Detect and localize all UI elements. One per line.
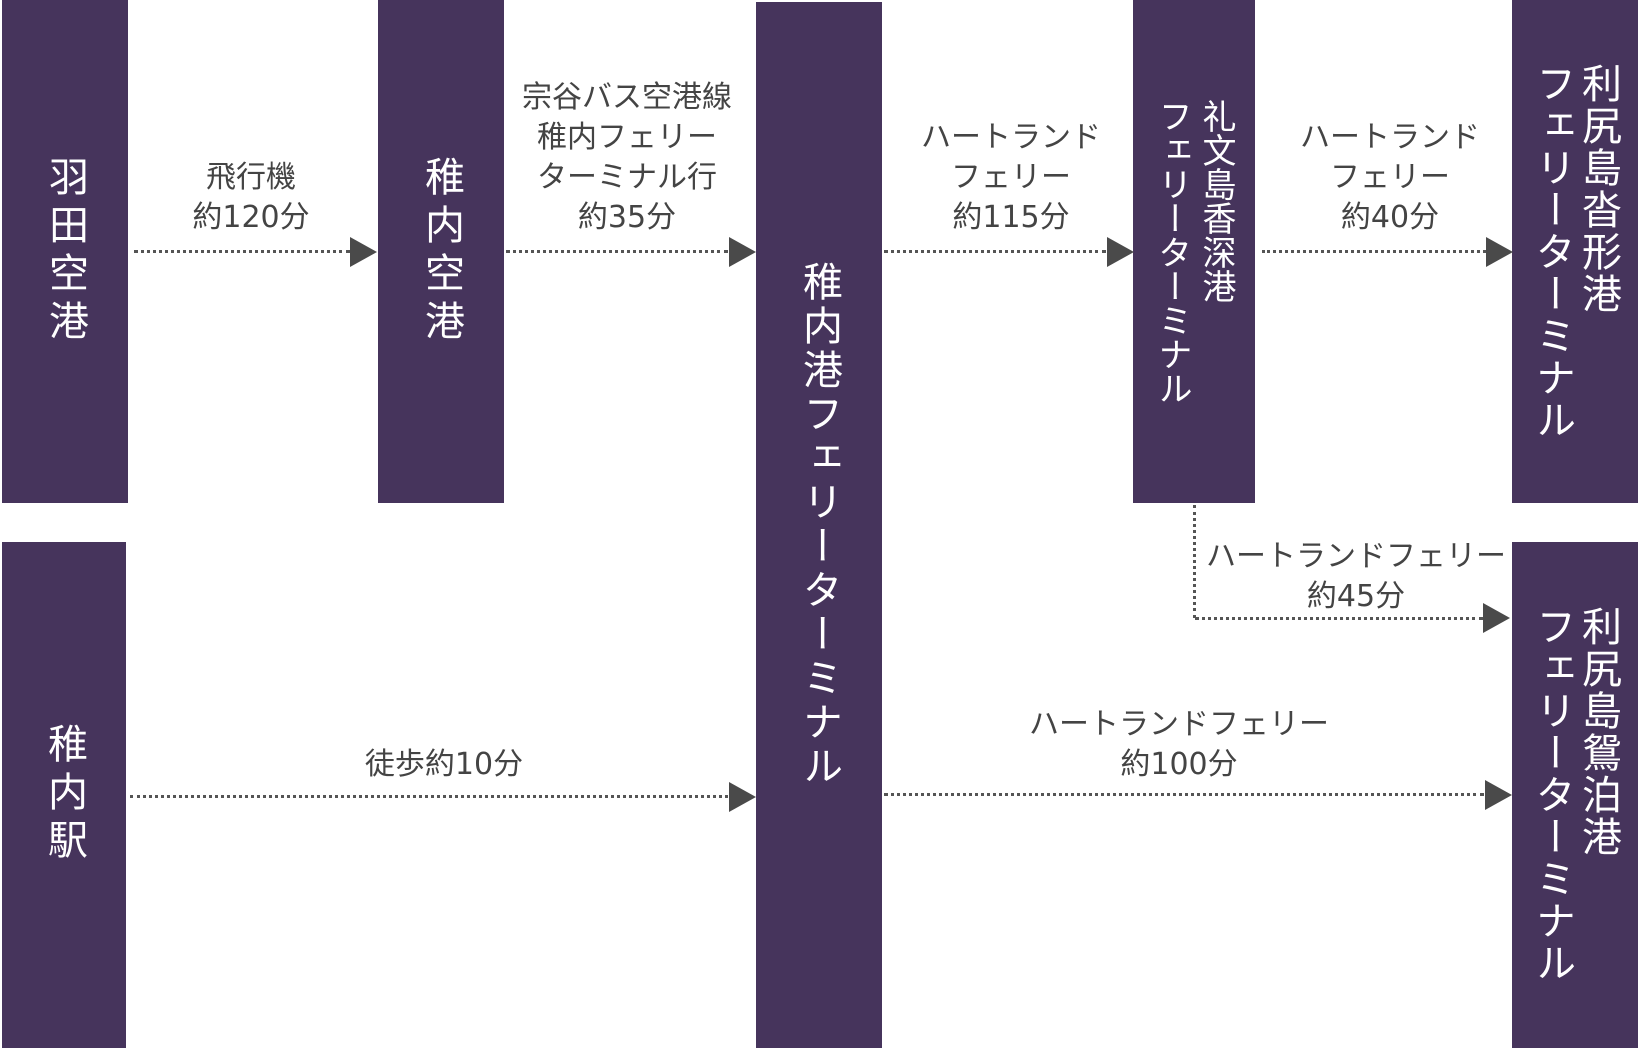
label-line: ハートランド <box>921 120 1101 155</box>
connector-haneda-airport <box>134 250 350 253</box>
node-label: 稚内港フェリーターミナル <box>796 261 842 789</box>
label-line: 徒歩約10分 <box>364 747 524 782</box>
node-label: 稚内駅 <box>41 723 87 867</box>
edge-label-ferry-oshidomari-rebun: ハートランドフェリー 約45分 <box>1206 537 1506 617</box>
node-label: 稚内空港 <box>418 155 464 348</box>
node-label-line2: フェリーターミナル <box>1529 62 1575 441</box>
node-rishiri-kutsugata: 利尻島沓形港フェリーターミナル <box>1512 0 1638 503</box>
connector-rebun-oshidomari <box>1195 617 1483 620</box>
node-label-line1: 礼文島香深港 <box>1196 98 1236 303</box>
label-line: 約120分 <box>192 200 310 235</box>
label-line: 宗谷バス空港線 <box>522 80 732 115</box>
node-label-line2: フェリーターミナル <box>1529 606 1575 984</box>
edge-label-walk: 徒歩約10分 <box>365 745 523 785</box>
label-line: フェリー <box>1330 160 1450 195</box>
arrow-head-icon <box>1485 780 1512 810</box>
label-line: 約35分 <box>577 200 677 235</box>
node-wakkanai-airport: 稚内空港 <box>378 0 504 503</box>
node-label: 羽田空港 <box>42 155 88 348</box>
label-line: ターミナル行 <box>537 160 717 195</box>
edge-label-ferry-kutsugata: ハートランド フェリー 約40分 <box>1300 118 1480 238</box>
edge-label-flight: 飛行機 約120分 <box>192 158 309 238</box>
label-line: ハートランド <box>1300 120 1480 155</box>
arrow-head-icon <box>729 782 756 812</box>
label-line: 約45分 <box>1306 579 1406 614</box>
label-line: ハートランドフェリー <box>1029 707 1329 742</box>
arrow-head-icon <box>729 237 756 267</box>
edge-label-ferry-oshidomari: ハートランドフェリー 約100分 <box>1029 705 1329 785</box>
connector-port-oshidomari <box>884 793 1484 796</box>
node-label-line1: 利尻島沓形港 <box>1575 62 1621 315</box>
label-line: 約100分 <box>1120 747 1238 782</box>
arrow-head-icon <box>350 237 377 267</box>
edge-label-ferry-rebun: ハートランド フェリー 約115分 <box>921 118 1101 238</box>
connector-rebun-kutsugata <box>1262 250 1486 253</box>
node-wakkanai-station: 稚内駅 <box>2 542 126 1048</box>
node-rishiri-oshidomari: 利尻島鴛泊港フェリーターミナル <box>1512 542 1638 1048</box>
node-label-line1: 利尻島鴛泊港 <box>1575 606 1621 858</box>
arrow-head-icon <box>1483 603 1510 633</box>
node-wakkanai-port: 稚内港フェリーターミナル <box>756 2 882 1048</box>
label-line: 約40分 <box>1340 200 1440 235</box>
label-line: フェリー <box>951 160 1071 195</box>
arrow-head-icon <box>1486 237 1513 267</box>
node-label-line2: フェリーターミナル <box>1152 98 1192 405</box>
label-line: 約115分 <box>952 200 1070 235</box>
label-line: 稚内フェリー <box>537 120 717 155</box>
arrow-head-icon <box>1107 237 1134 267</box>
connector-port-rebun <box>884 250 1106 253</box>
edge-label-bus: 宗谷バス空港線 稚内フェリー ターミナル行 約35分 <box>522 78 732 238</box>
label-line: ハートランドフェリー <box>1206 539 1506 574</box>
connector-station-port <box>130 795 728 798</box>
node-haneda-airport: 羽田空港 <box>2 0 128 503</box>
connector-airport-port <box>506 250 728 253</box>
connector-rebun-oshidomari-vertical <box>1193 505 1196 618</box>
node-rebun-kafuka: 礼文島香深港フェリーターミナル <box>1133 0 1255 503</box>
label-line: 飛行機 <box>205 160 296 195</box>
